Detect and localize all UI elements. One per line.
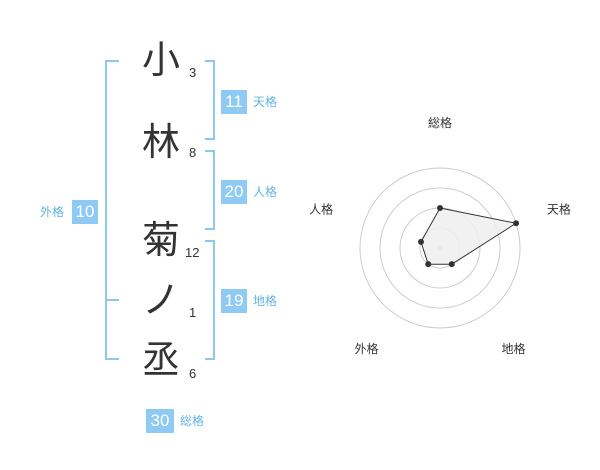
radar-point-5 bbox=[417, 238, 424, 245]
tenkaku-label: 天格 bbox=[253, 95, 278, 109]
radar-axis-label-3: 地格 bbox=[501, 341, 525, 356]
radar-axis-label-5: 人格 bbox=[309, 201, 333, 216]
stroke-count-5: 6 bbox=[189, 366, 197, 381]
tenkaku-value: 11 bbox=[221, 90, 247, 114]
radar-axis-label-4: 外格 bbox=[355, 341, 379, 356]
name-char-3: 菊 bbox=[141, 218, 180, 262]
name-char-5: 丞 bbox=[141, 338, 180, 382]
soukaku-label: 総格 bbox=[180, 414, 205, 428]
stroke-count-2: 8 bbox=[189, 145, 197, 160]
radar-point-2 bbox=[513, 220, 520, 227]
name-char-4: ノ bbox=[141, 278, 180, 322]
stroke-count-1: 3 bbox=[189, 65, 197, 80]
soukaku-value: 30 bbox=[146, 409, 174, 433]
radar-series bbox=[417, 205, 520, 268]
chikaku-value: 19 bbox=[221, 289, 247, 313]
radar-point-4 bbox=[425, 261, 432, 268]
radar-polygon bbox=[420, 207, 518, 265]
gaikaku-value: 10 bbox=[72, 200, 98, 224]
jinkaku-value: 20 bbox=[221, 180, 247, 204]
gaikaku-label: 外格 bbox=[40, 205, 65, 219]
name-char-1: 小 bbox=[141, 38, 180, 82]
stroke-count-3: 12 bbox=[185, 245, 200, 260]
name-char-2: 林 bbox=[141, 120, 180, 164]
radar-point-3 bbox=[448, 261, 455, 268]
jinkaku-label: 人格 bbox=[253, 185, 278, 199]
chikaku-label: 地格 bbox=[253, 294, 278, 308]
radar-ring-3 bbox=[379, 187, 501, 309]
radar-axis-label-1: 総格 bbox=[428, 115, 452, 130]
radar-axis-label-2: 天格 bbox=[547, 201, 571, 216]
radar-point-1 bbox=[437, 205, 443, 211]
stroke-count-4: 1 bbox=[189, 305, 197, 320]
radar-ring-4 bbox=[359, 167, 521, 329]
